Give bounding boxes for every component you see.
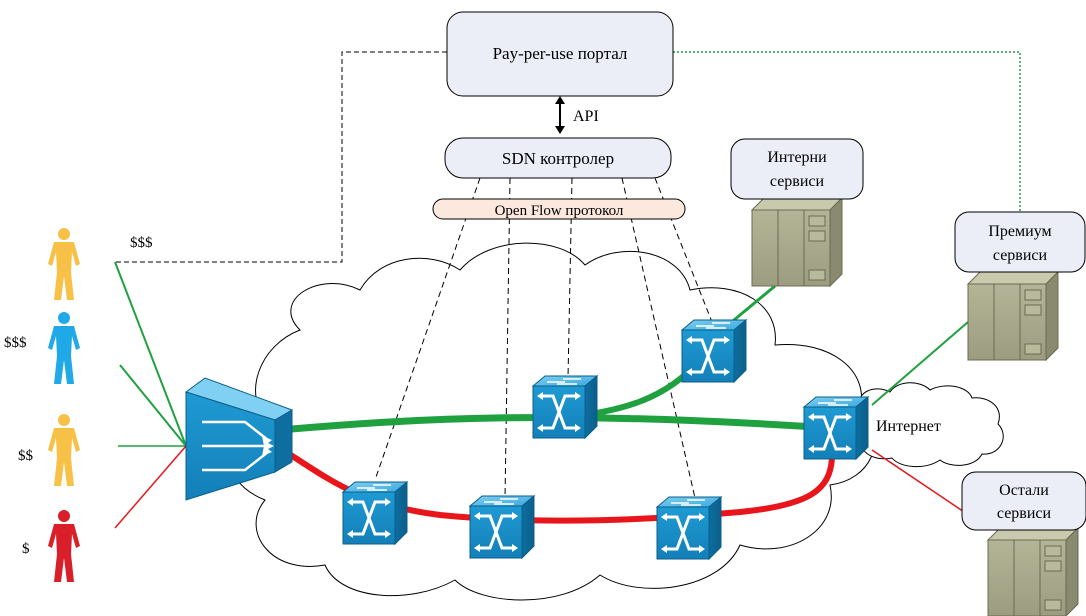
switch-icon <box>802 395 870 461</box>
internal-link <box>727 284 776 327</box>
internal-services-label: Интерни <box>767 149 827 166</box>
user-icon <box>48 228 80 300</box>
api-arrow-icon <box>555 96 565 134</box>
portal-user-link <box>115 51 447 263</box>
portal-premium-link <box>673 51 1021 212</box>
controller-label: SDN контролер <box>502 149 614 168</box>
edge-router-icon <box>184 377 294 501</box>
user-icon <box>48 414 80 486</box>
other-services-label: сервиси <box>997 505 1052 522</box>
user-price: $$$ <box>130 235 153 251</box>
user-links <box>114 261 187 529</box>
switch-icon <box>655 495 723 561</box>
user-icon <box>48 312 80 384</box>
premium-services-label: Премиум <box>988 223 1051 240</box>
internal-server-icon <box>751 197 843 287</box>
user-icon <box>48 510 80 582</box>
portal-label: Pay-per-use портал <box>493 44 628 63</box>
premium-path <box>279 413 831 434</box>
premium-services-box <box>954 211 1086 273</box>
switch-icon <box>680 318 748 384</box>
user-price: $$$ <box>4 335 27 351</box>
premium-link <box>871 321 969 406</box>
protocol-box <box>432 198 686 220</box>
controller-box <box>444 137 672 179</box>
user-price: $ <box>22 541 30 557</box>
user-price: $$ <box>18 448 34 464</box>
switch-icon <box>341 480 409 546</box>
protocol-label: Open Flow протокол <box>495 203 624 219</box>
switch-icon <box>531 374 599 440</box>
other-services-box <box>961 471 1086 531</box>
premium-services-label: сервиси <box>993 247 1048 264</box>
premium-server-icon <box>967 271 1059 361</box>
internet-cloud <box>853 382 1004 467</box>
switch-icon <box>468 494 536 560</box>
other-services-label: Остали <box>999 482 1049 499</box>
internal-services-box <box>730 138 864 200</box>
other-server-icon <box>987 527 1079 616</box>
api-label: API <box>573 108 599 125</box>
internet-label: Интернет <box>876 418 941 435</box>
internal-services-label: сервиси <box>770 173 825 190</box>
